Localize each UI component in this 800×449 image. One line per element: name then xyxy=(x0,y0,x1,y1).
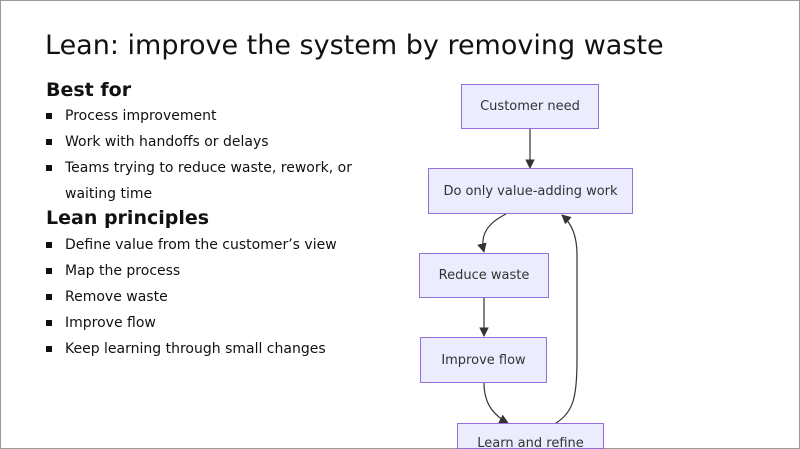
bullet-text: Remove waste xyxy=(65,289,168,305)
node-learn-refine: Learn and refine xyxy=(457,423,604,449)
node-customer-need: Customer need xyxy=(461,84,599,129)
bullet-text: Define value from the customer’s view xyxy=(65,237,337,253)
bullet-marker xyxy=(46,113,52,119)
node-improve-flow: Improve flow xyxy=(420,337,547,383)
bullet-marker xyxy=(46,242,52,248)
bullet-text: Teams trying to reduce waste, rework, or… xyxy=(65,160,352,202)
bullet-item: Keep learning through small changes xyxy=(46,336,396,362)
node-value-adding-work: Do only value-adding work xyxy=(428,168,633,214)
node-reduce-waste: Reduce waste xyxy=(419,253,549,298)
bullet-item: Process improvement xyxy=(46,103,396,129)
bullet-text: Process improvement xyxy=(65,108,217,124)
bullet-text: Work with handoffs or delays xyxy=(65,134,269,150)
slide-title: Lean: improve the system by removing was… xyxy=(45,30,664,61)
bullet-text: Keep learning through small changes xyxy=(65,341,326,357)
bullet-text: Map the process xyxy=(65,263,181,279)
node-label: Do only value-adding work xyxy=(443,183,618,199)
lean-principles-heading: Lean principles xyxy=(46,207,210,229)
bullet-marker xyxy=(46,139,52,145)
bullet-item: Remove waste xyxy=(46,284,396,310)
node-label: Customer need xyxy=(480,99,580,114)
bullet-item: Teams trying to reduce waste, rework, or… xyxy=(46,155,396,207)
bullet-marker xyxy=(46,294,52,300)
best-for-heading: Best for xyxy=(46,79,132,101)
bullet-marker xyxy=(46,346,52,352)
bullet-marker xyxy=(46,320,52,326)
lean-principles-list: Define value from the customer’s view Ma… xyxy=(46,232,396,362)
bullet-text: Improve flow xyxy=(65,315,156,331)
bullet-item: Work with handoffs or delays xyxy=(46,129,396,155)
node-label: Improve flow xyxy=(441,352,526,368)
bullet-item: Define value from the customer’s view xyxy=(46,232,396,258)
bullet-item: Improve flow xyxy=(46,310,396,336)
node-label: Learn and refine xyxy=(477,436,584,449)
bullet-item: Map the process xyxy=(46,258,396,284)
bullet-marker xyxy=(46,268,52,274)
node-label: Reduce waste xyxy=(438,268,530,283)
best-for-list: Process improvement Work with handoffs o… xyxy=(46,103,396,207)
bullet-marker xyxy=(46,165,52,171)
